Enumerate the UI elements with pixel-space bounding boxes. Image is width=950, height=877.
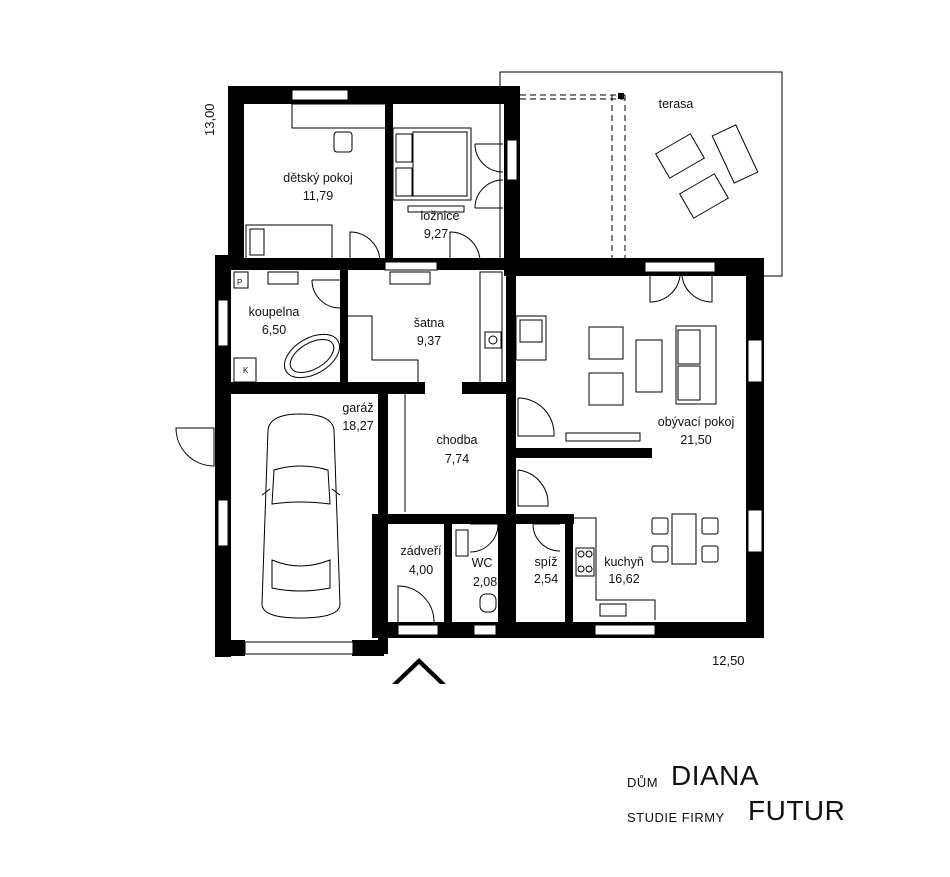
room-name-detsky: dětský pokoj bbox=[283, 171, 352, 185]
room-name-spiz: spíž bbox=[535, 555, 558, 569]
room-name-kuchyn: kuchyň bbox=[604, 555, 644, 569]
room-name-zadveri: zádveří bbox=[401, 544, 443, 558]
north-arrow-icon bbox=[392, 658, 446, 684]
room-name-garaz: garáž bbox=[342, 401, 373, 415]
room-area-wc: 2,08 bbox=[473, 575, 497, 589]
room-name-koupelna: koupelna bbox=[249, 305, 300, 319]
dimension-width: 12,50 bbox=[712, 653, 745, 668]
terrace bbox=[499, 71, 783, 277]
room-area-chodba: 7,74 bbox=[445, 452, 469, 466]
room-name-satna: šatna bbox=[414, 316, 445, 330]
title-studio-prefix: STUDIE FIRMY bbox=[627, 810, 725, 825]
room-area-garaz: 18,27 bbox=[342, 419, 373, 433]
room-name-wc: WC bbox=[472, 556, 493, 570]
room-area-spiz: 2,54 bbox=[534, 572, 558, 586]
room-name-obyvaci: obývací pokoj bbox=[658, 415, 734, 429]
fixture-label-p: P bbox=[237, 278, 242, 287]
room-area-loznice: 9,27 bbox=[424, 227, 448, 241]
room-name-terasa: terasa bbox=[659, 97, 694, 111]
room-area-zadveri: 4,00 bbox=[409, 563, 433, 577]
room-name-chodba: chodba bbox=[436, 433, 477, 447]
doors bbox=[175, 143, 713, 623]
furniture bbox=[233, 103, 759, 620]
car-icon bbox=[261, 413, 341, 619]
fixture-label-k: K bbox=[243, 366, 249, 375]
room-area-kuchyn: 16,62 bbox=[608, 572, 639, 586]
room-labels: dětský pokoj 11,79 ložnice 9,27 koupelna… bbox=[249, 97, 735, 589]
room-area-detsky: 11,79 bbox=[303, 189, 333, 203]
title-house-name: DIANA bbox=[671, 760, 760, 791]
title-company-name: FUTUR bbox=[748, 795, 846, 826]
room-area-koupelna: 6,50 bbox=[262, 323, 286, 337]
dimension-height: 13,00 bbox=[202, 103, 217, 136]
title-house-prefix: DŮM bbox=[627, 775, 659, 790]
room-area-obyvaci: 21,50 bbox=[680, 433, 711, 447]
room-name-loznice: ložnice bbox=[421, 209, 460, 223]
room-area-satna: 9,37 bbox=[417, 334, 441, 348]
windows bbox=[217, 89, 763, 655]
